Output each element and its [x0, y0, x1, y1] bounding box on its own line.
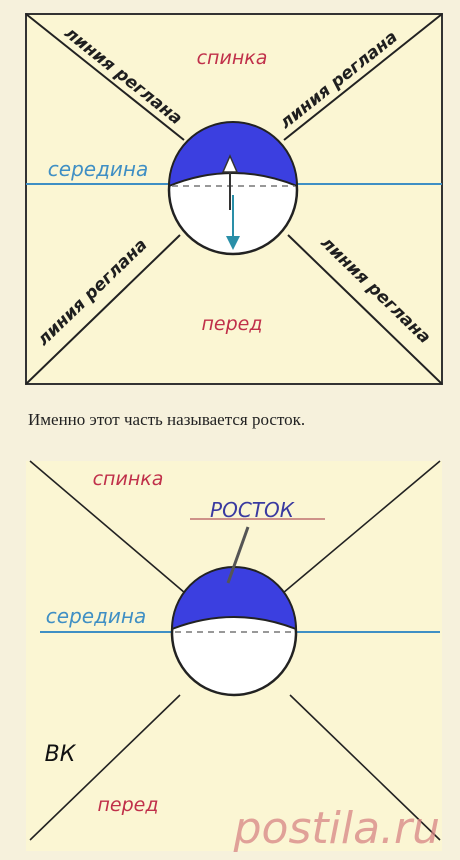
raglan-line-top-right [283, 13, 443, 141]
raglan-line-bottom-right [289, 694, 441, 841]
middle-label: середина [48, 157, 148, 181]
caption-text: Именно этот часть называется росток. [28, 410, 306, 429]
watermark: postila.ru [233, 803, 440, 854]
raglan-diagram-bottom: спинка РОСТОК середина ВК перед postila.… [26, 460, 442, 854]
raglan-line-bottom-left [25, 234, 181, 385]
raglan-line-bottom-left [29, 694, 181, 841]
front-label: перед [202, 313, 263, 335]
raglan-line-bottom-right [287, 234, 443, 385]
rise-pointer [226, 526, 250, 584]
signature: ВК [45, 742, 77, 767]
back-rise-dome [167, 121, 299, 188]
middle-label: середина [46, 604, 146, 628]
front-label: перед [98, 794, 159, 816]
raglan-line-top-left [29, 460, 186, 594]
down-arrow-head [226, 236, 240, 250]
raglan-line-top-right [282, 460, 441, 594]
back-label: спинка [93, 468, 164, 490]
rise-label: РОСТОК [210, 498, 295, 522]
raglan-line-top-left [25, 13, 185, 141]
up-arrow-head [221, 154, 239, 173]
back-label: спинка [197, 47, 268, 69]
back-rise-dome [170, 566, 298, 631]
raglan-diagram-top: спинка середина перед линия реглана лини… [25, 13, 443, 385]
